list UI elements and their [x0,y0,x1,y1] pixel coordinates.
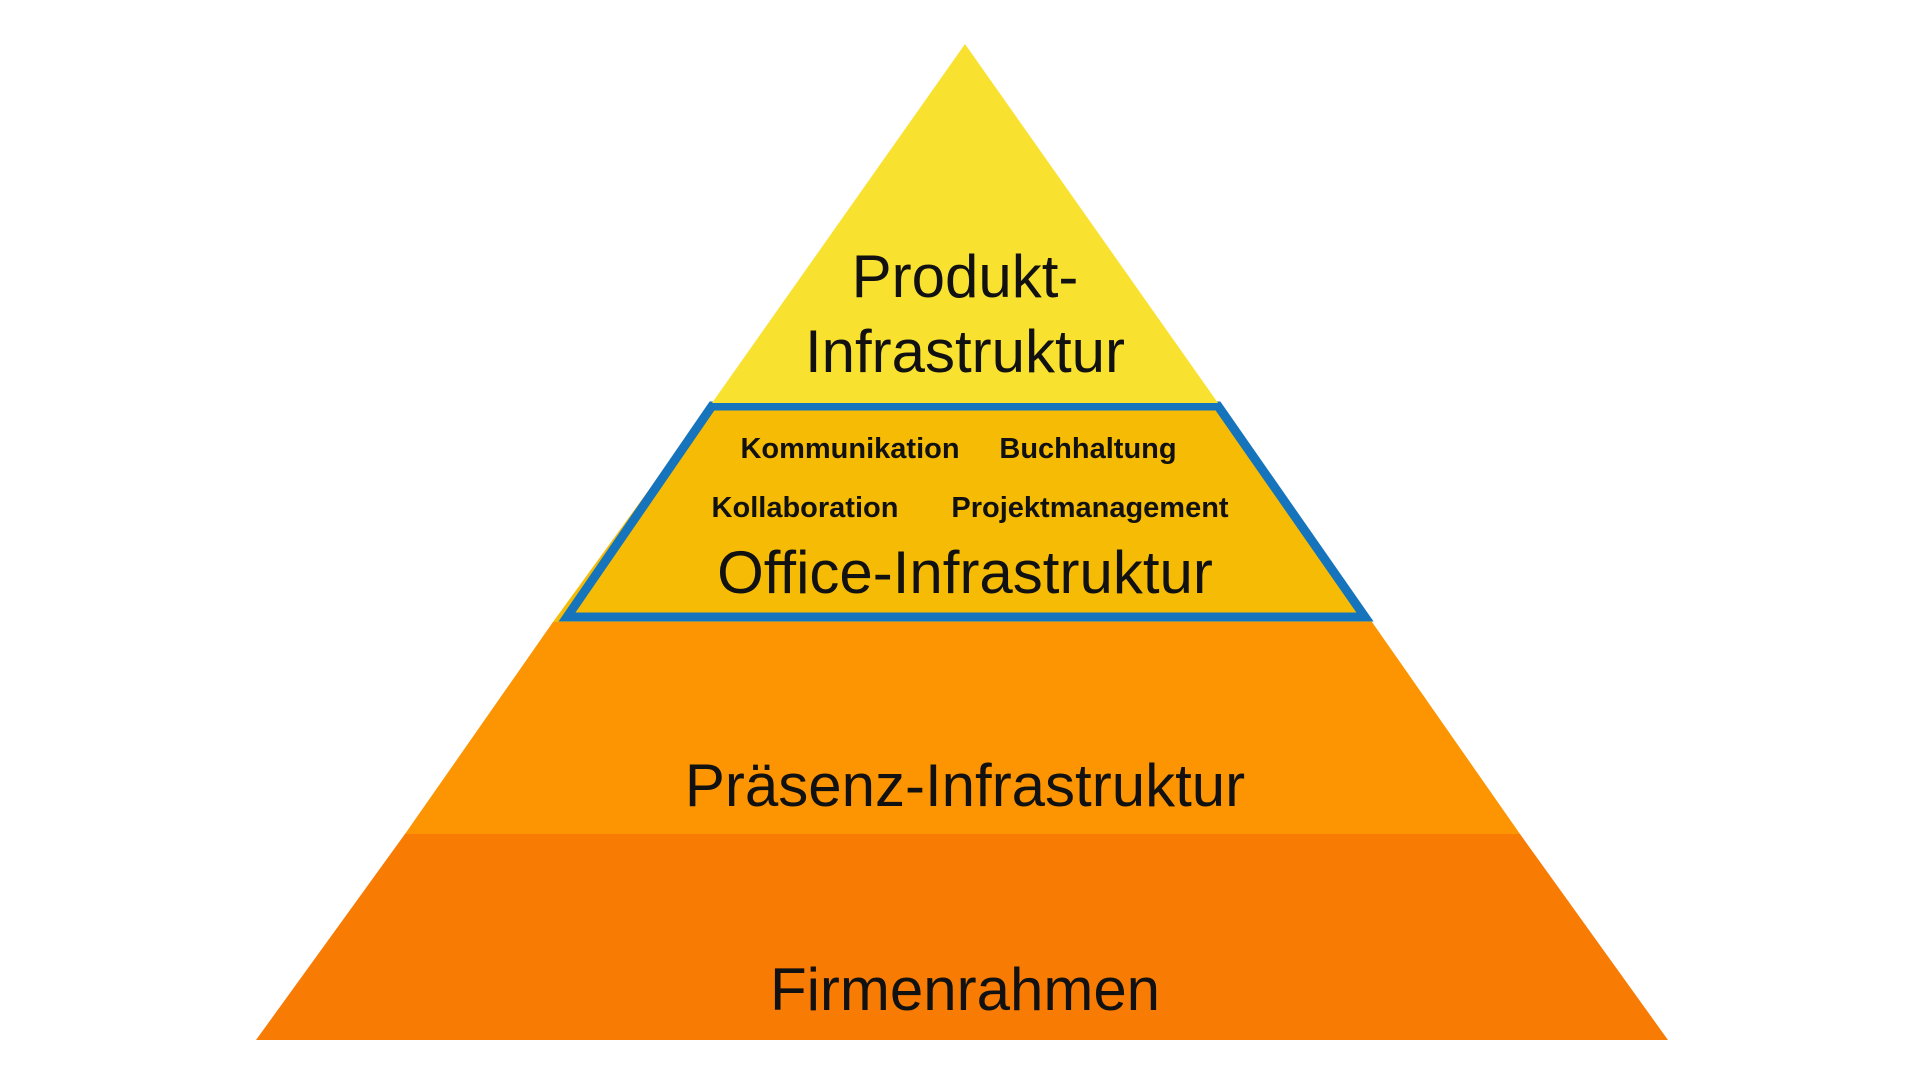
layer-praesenz-infrastruktur [405,622,1520,834]
firmenrahmen-title: Firmenrahmen [770,956,1160,1023]
office-item-buchhaltung: Buchhaltung [999,433,1176,465]
produkt-title-line2: Infrastruktur [805,318,1125,385]
layer-office-infrastruktur [553,403,1372,622]
praesenz-title: Präsenz-Infrastruktur [685,752,1245,819]
produkt-title-line1: Produkt- [852,243,1079,310]
layer-firmenrahmen [256,834,1668,1040]
office-layer-outline [558,401,1374,622]
office-item-kommunikation: Kommunikation [740,433,959,465]
office-item-kollaboration: Kollaboration [712,492,899,524]
layer-produkt-infrastruktur [712,44,1218,403]
office-title: Office-Infrastruktur [717,539,1213,606]
office-item-projektmanagement: Projektmanagement [951,492,1229,524]
